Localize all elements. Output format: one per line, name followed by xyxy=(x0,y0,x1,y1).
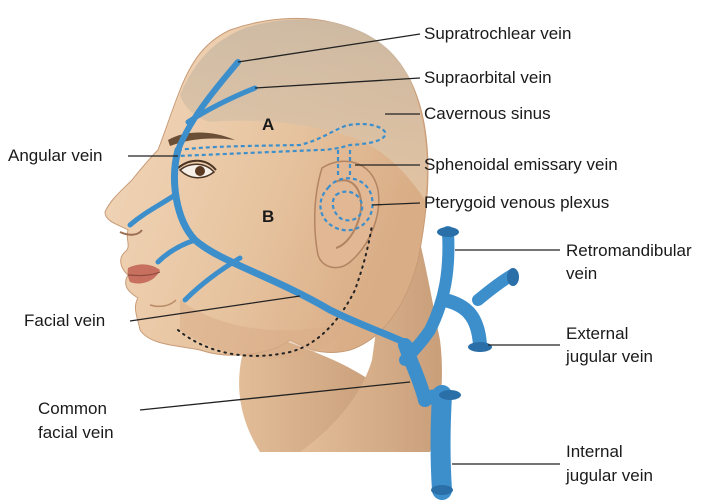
label-supratrochlear-vein: Supratrochlear vein xyxy=(424,24,571,43)
internal-jugular-vein xyxy=(441,395,443,490)
label-cavernous-sinus: Cavernous sinus xyxy=(424,104,551,123)
label-retromandibular-line2: vein xyxy=(566,264,597,283)
label-common-facial-line1: Common xyxy=(38,399,107,418)
label-external-jugular-line2: jugular vein xyxy=(565,347,653,366)
label-sphenoidal-emissary-vein: Sphenoidal emissary vein xyxy=(424,155,618,174)
label-facial-vein: Facial vein xyxy=(24,311,105,330)
external-jugular-stub-end xyxy=(507,268,519,286)
label-supraorbital-vein: Supraorbital vein xyxy=(424,68,552,87)
iris xyxy=(195,166,205,176)
label-retromandibular-line1: Retromandibular xyxy=(566,241,692,260)
label-internal-jugular-line2: jugular vein xyxy=(565,466,653,485)
internal-jugular-bottom-end xyxy=(431,485,453,495)
retromandibular-end xyxy=(437,227,459,237)
external-jugular-stub xyxy=(478,275,512,300)
external-jugular-end xyxy=(468,342,492,352)
label-pterygoid-venous-plexus: Pterygoid venous plexus xyxy=(424,193,609,212)
label-internal-jugular-line1: Internal xyxy=(566,442,623,461)
label-common-facial-line2: facial vein xyxy=(38,423,114,442)
internal-jugular-top-end xyxy=(439,390,461,400)
head-silhouette xyxy=(105,18,442,452)
label-angular-vein: Angular vein xyxy=(8,146,103,165)
region-b-label: B xyxy=(262,207,274,226)
internal-jugular-upper xyxy=(425,396,442,400)
external-jugular-branch xyxy=(445,300,480,345)
region-a-label: A xyxy=(262,115,274,134)
label-external-jugular-line1: External xyxy=(566,324,628,343)
